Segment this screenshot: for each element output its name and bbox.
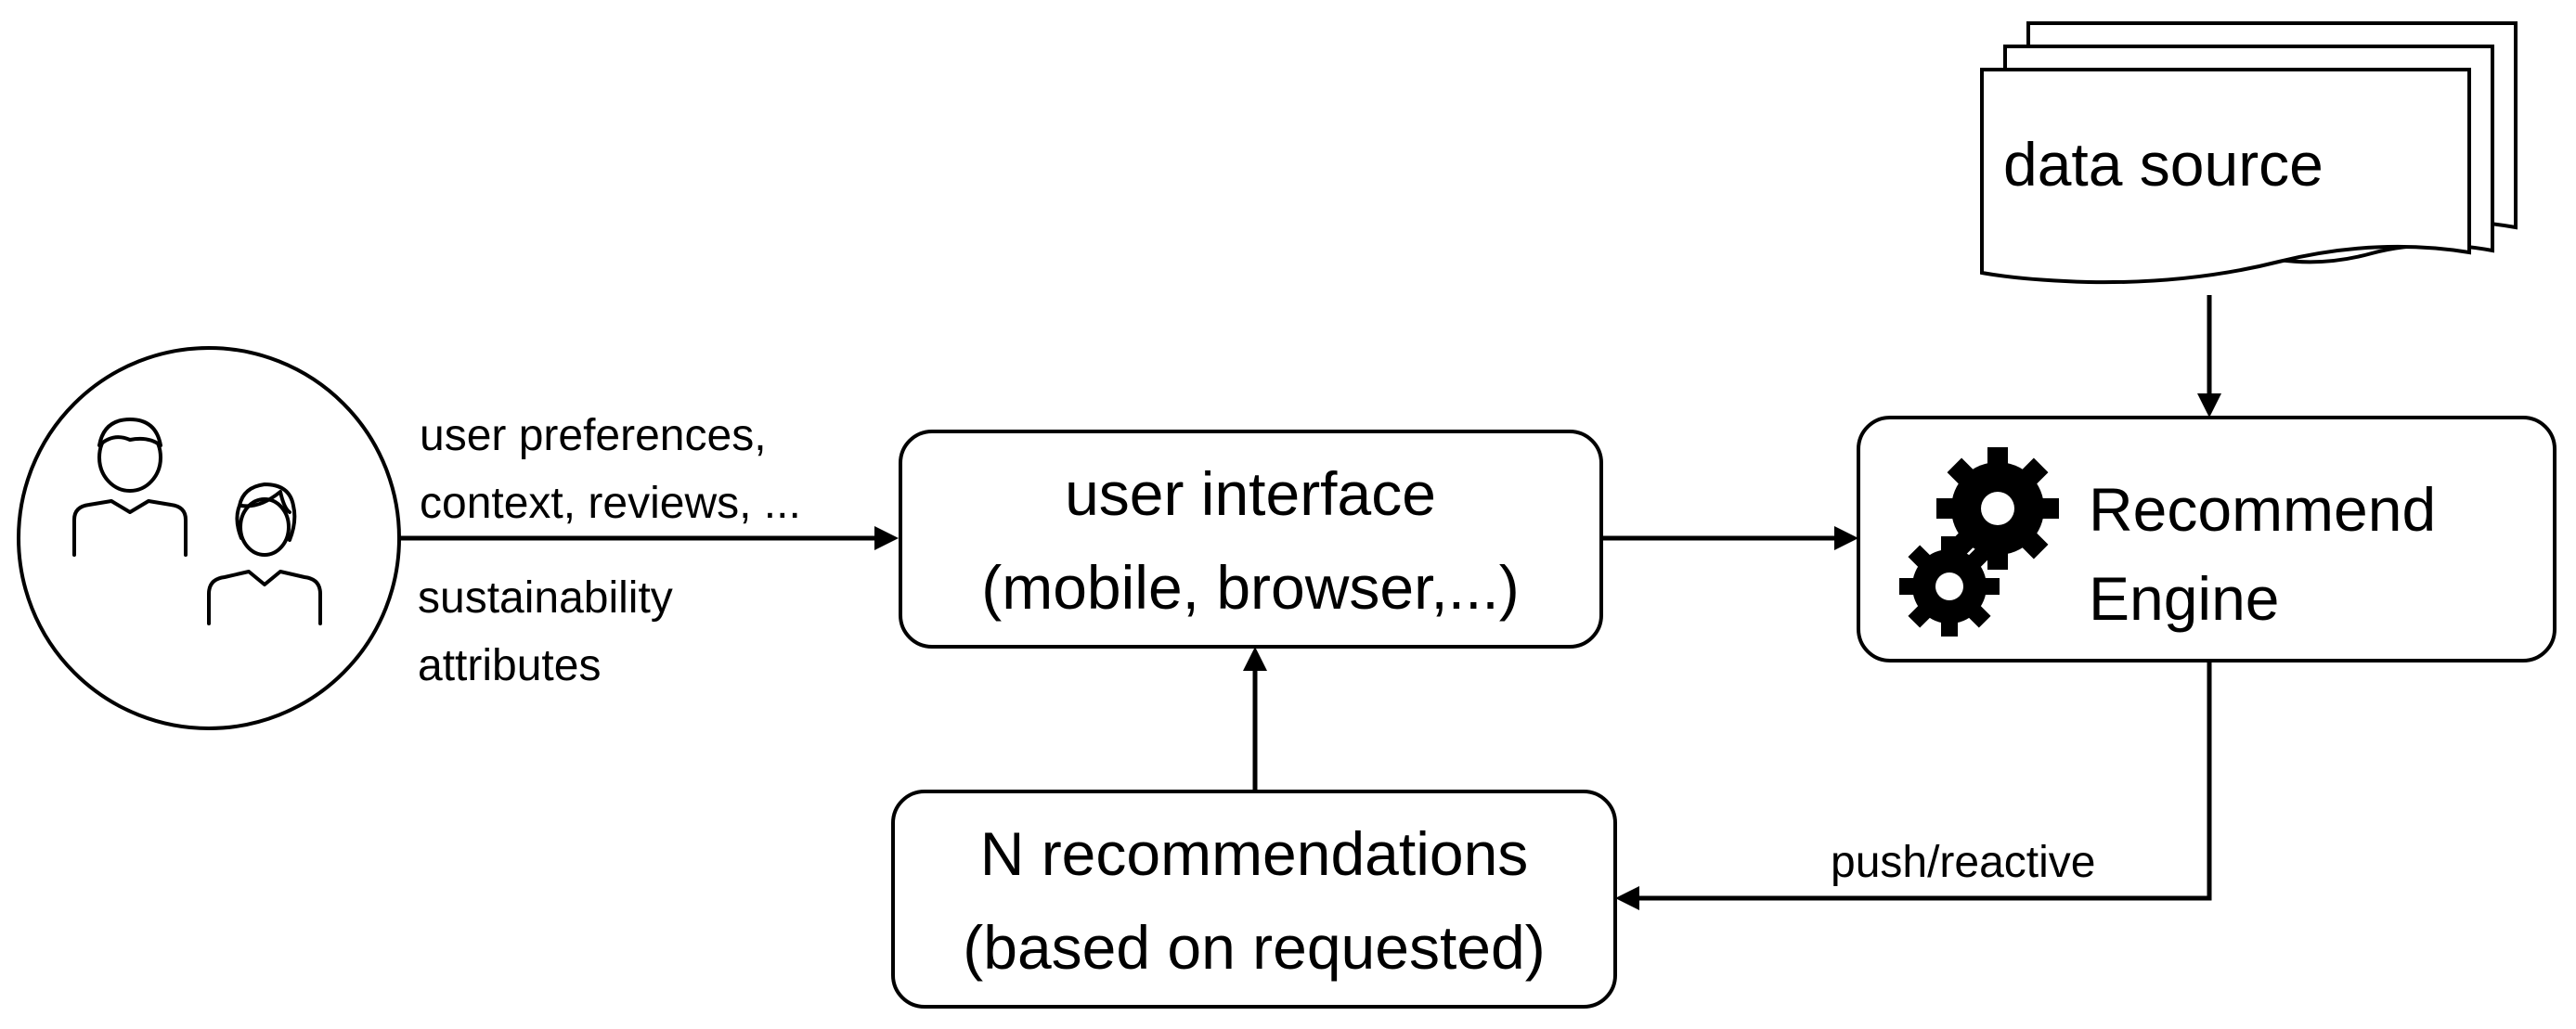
multiple-documents-icon	[1980, 21, 2518, 285]
edge-label-user-preferences: user preferences,	[420, 411, 767, 460]
male-user-icon	[72, 418, 188, 557]
arrowhead-recommendations-to-ui	[1243, 647, 1267, 671]
large-gear-icon	[1936, 447, 2059, 570]
n-recommendations-title: N recommendations	[980, 819, 1529, 888]
edge-label-context-reviews: context, reviews, ...	[420, 479, 801, 528]
edge-users-to-ui: user preferences, context, reviews, ... …	[399, 411, 899, 690]
edge-label-attributes: attributes	[418, 641, 601, 690]
users-node	[17, 346, 401, 730]
recommend-engine-subtitle: Engine	[2089, 564, 2280, 633]
female-user-icon	[207, 482, 322, 625]
recommend-engine-node: Recommend Engine	[1857, 416, 2557, 662]
arrowhead-users-to-ui	[874, 526, 899, 550]
edge-data-source-to-engine	[2197, 295, 2221, 418]
arrowhead-engine-to-recommendations	[1615, 886, 1639, 910]
arrowhead-data-source-to-engine	[2197, 393, 2221, 418]
edge-label-push-reactive: push/reactive	[1831, 838, 2096, 887]
edge-ui-to-engine	[1601, 526, 1858, 550]
n-recommendations-node: N recommendations (based on requested)	[891, 790, 1617, 1009]
arrowhead-ui-to-engine	[1834, 526, 1858, 550]
user-interface-node: user interface (mobile, browser,...)	[899, 430, 1603, 649]
user-interface-subtitle: (mobile, browser,...)	[981, 553, 1520, 622]
edge-engine-to-recommendations: push/reactive	[1615, 661, 2212, 910]
data-source-node: data source	[1980, 21, 2518, 285]
edge-engine-to-recommendations-line	[1638, 661, 2212, 901]
edge-recommendations-to-ui	[1243, 647, 1267, 791]
n-recommendations-subtitle: (based on requested)	[963, 913, 1545, 982]
users-icon	[72, 418, 322, 625]
edge-label-sustainability: sustainability	[418, 573, 673, 623]
gears-icon	[1899, 447, 2059, 637]
data-source-label: data source	[2003, 130, 2324, 199]
small-gear-icon	[1899, 536, 2000, 637]
recommend-engine-title: Recommend	[2089, 475, 2436, 544]
user-interface-title: user interface	[1065, 459, 1436, 528]
